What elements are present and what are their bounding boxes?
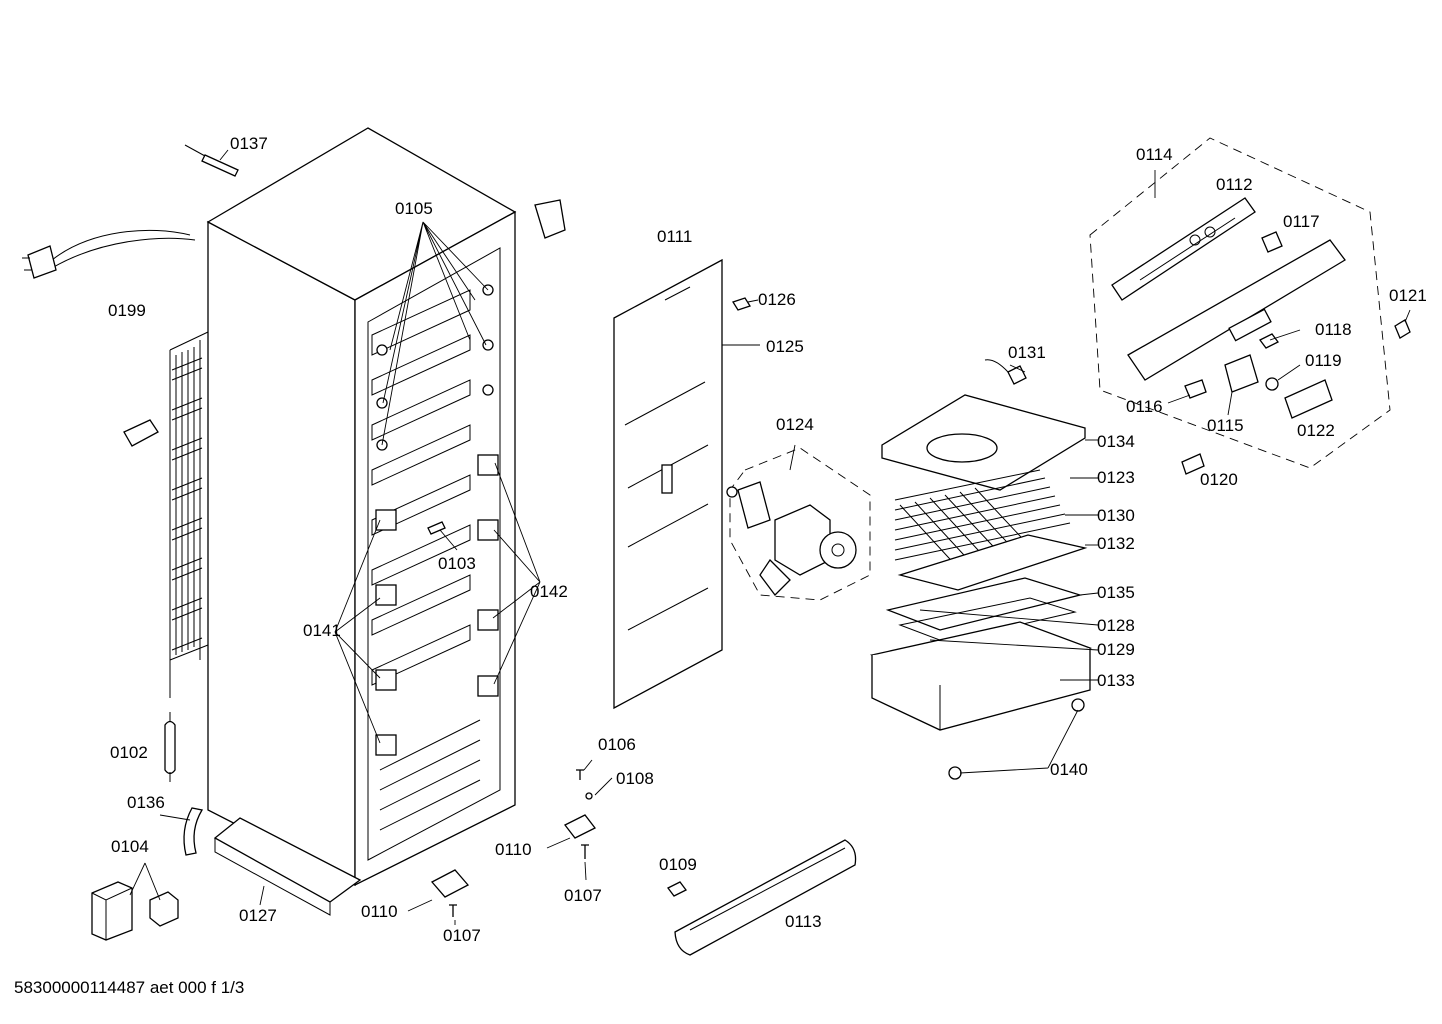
label-0115: 0115 <box>1207 416 1244 435</box>
label-0129: 0129 <box>1097 640 1135 659</box>
label-0121: 0121 <box>1389 286 1427 305</box>
label-0199: 0199 <box>108 301 146 320</box>
clip-drawing <box>123 419 159 447</box>
part-labels: 0137 0105 0199 0111 0126 0125 0124 0131 … <box>108 134 1427 945</box>
label-0118: 0118 <box>1315 320 1352 339</box>
control-assembly-drawing <box>1089 137 1411 475</box>
label-0114: 0114 <box>1136 145 1173 164</box>
label-0142: 0142 <box>530 582 568 601</box>
fan-assembly-drawing <box>726 447 871 601</box>
label-0110-left: 0110 <box>361 902 398 921</box>
label-0124: 0124 <box>776 415 814 434</box>
cabinet-drawing <box>169 127 596 917</box>
dryer-0102-drawing <box>164 712 176 782</box>
label-0111: 0111 <box>657 227 692 246</box>
leader-lines <box>129 149 1411 925</box>
label-0116: 0116 <box>1126 397 1163 416</box>
power-cable-drawing <box>22 229 196 279</box>
sensor-0137-drawing <box>184 144 239 177</box>
back-panel-drawing <box>613 258 751 710</box>
label-0105: 0105 <box>395 199 433 218</box>
label-0107-left: 0107 <box>443 926 481 945</box>
label-0119: 0119 <box>1305 351 1342 370</box>
hose-0136-drawing <box>183 807 204 856</box>
label-0125: 0125 <box>766 337 804 356</box>
label-0103: 0103 <box>438 554 476 573</box>
label-0134: 0134 <box>1097 432 1135 451</box>
label-0136: 0136 <box>127 793 165 812</box>
label-0113: 0113 <box>785 912 822 931</box>
label-0112: 0112 <box>1216 175 1253 194</box>
label-0137: 0137 <box>230 134 268 153</box>
label-0132: 0132 <box>1097 534 1135 553</box>
label-0140: 0140 <box>1050 760 1088 779</box>
label-0106: 0106 <box>598 735 636 754</box>
label-0141: 0141 <box>303 621 341 640</box>
label-0133: 0133 <box>1097 671 1135 690</box>
label-0130: 0130 <box>1097 506 1135 525</box>
label-0108: 0108 <box>616 769 654 788</box>
label-0127: 0127 <box>239 906 277 925</box>
label-0117: 0117 <box>1283 212 1320 231</box>
label-0122: 0122 <box>1297 421 1335 440</box>
evaporator-coils <box>894 469 1071 571</box>
label-0126: 0126 <box>758 290 796 309</box>
label-0128: 0128 <box>1097 616 1135 635</box>
label-0104: 0104 <box>111 837 149 856</box>
label-0107-right: 0107 <box>564 886 602 905</box>
document-id: 58300000114487 aet 000 f 1/3 <box>14 978 245 997</box>
handle-0113-drawing <box>667 839 857 956</box>
evaporator-stack-drawing <box>869 359 1093 780</box>
label-0109: 0109 <box>659 855 697 874</box>
box-0104-drawing <box>91 881 179 941</box>
label-0102: 0102 <box>110 743 148 762</box>
label-0131: 0131 <box>1008 343 1046 362</box>
label-0123: 0123 <box>1097 468 1135 487</box>
label-0120: 0120 <box>1200 470 1238 489</box>
label-0110-right: 0110 <box>495 840 532 859</box>
condenser-coil <box>169 331 209 698</box>
label-0135: 0135 <box>1097 583 1135 602</box>
